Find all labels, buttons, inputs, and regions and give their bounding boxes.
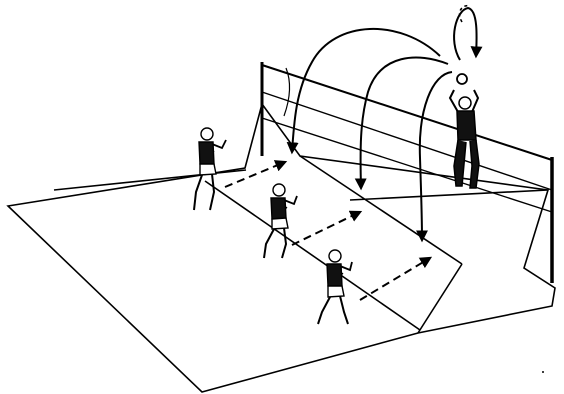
dashed-movement-arrow bbox=[292, 212, 360, 245]
net-mid-band bbox=[262, 92, 552, 190]
player-torso bbox=[327, 264, 342, 286]
player-receiver-3 bbox=[318, 250, 352, 324]
net-antenna bbox=[284, 68, 290, 116]
player-head bbox=[329, 250, 341, 262]
net-top-band bbox=[262, 65, 552, 160]
player-shorts bbox=[200, 164, 216, 175]
trajectory-arrow bbox=[420, 72, 452, 240]
player-legs bbox=[194, 174, 214, 210]
trajectory-arrow bbox=[292, 29, 440, 152]
player-head bbox=[459, 97, 471, 109]
player-legs bbox=[454, 140, 479, 188]
player-legs bbox=[264, 228, 286, 258]
court-attack-line bbox=[205, 181, 420, 330]
trajectory-arrow bbox=[361, 57, 448, 188]
player-receiver-2 bbox=[264, 184, 297, 258]
player-head bbox=[201, 128, 213, 140]
player-head bbox=[273, 184, 285, 196]
court-inner-line bbox=[350, 190, 548, 200]
player-receiver-1 bbox=[194, 128, 226, 210]
player-shorts bbox=[328, 286, 344, 297]
player-torso bbox=[271, 198, 286, 219]
ball-trajectories bbox=[292, 8, 477, 240]
ball-icon bbox=[457, 74, 467, 84]
player-setter bbox=[450, 90, 479, 188]
speck bbox=[542, 371, 544, 373]
player-torso bbox=[457, 111, 476, 140]
dashed-movement-arrow bbox=[225, 162, 285, 187]
player-shorts bbox=[272, 218, 288, 229]
dashed-movement-arrow bbox=[360, 258, 430, 300]
court-centre-line bbox=[300, 156, 462, 264]
court-end-line bbox=[418, 264, 462, 333]
trajectory-arrow bbox=[454, 8, 477, 60]
court-sideline-near bbox=[54, 170, 246, 190]
player-legs bbox=[318, 296, 348, 324]
player-torso bbox=[199, 142, 214, 164]
